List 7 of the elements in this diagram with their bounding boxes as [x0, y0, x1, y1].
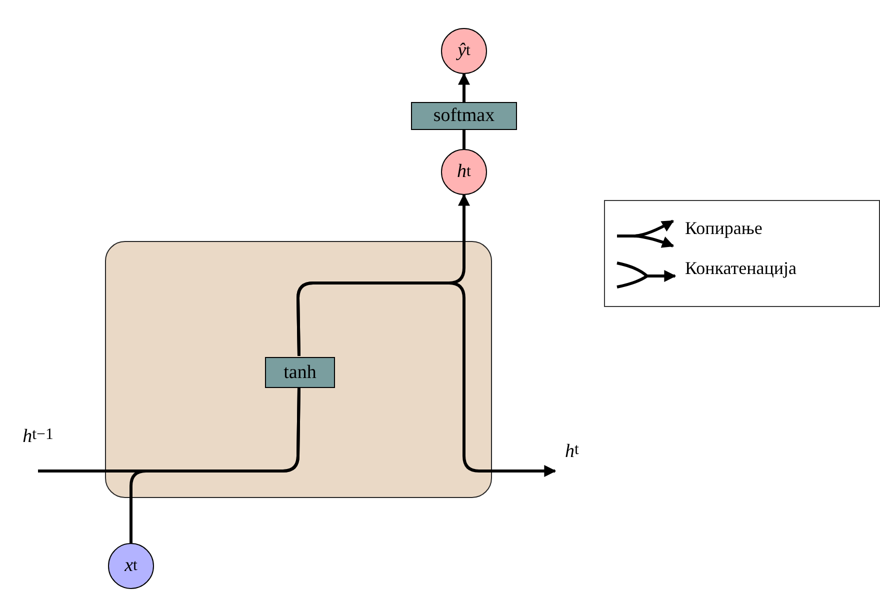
legend-label: Копирање — [685, 218, 762, 239]
function-box: tanh — [265, 357, 335, 388]
arrow — [296, 282, 556, 477]
cell-box — [105, 241, 492, 498]
function-box: softmax — [411, 102, 517, 130]
arrow — [458, 72, 470, 102]
legend-label: Конкатенација — [685, 258, 796, 279]
